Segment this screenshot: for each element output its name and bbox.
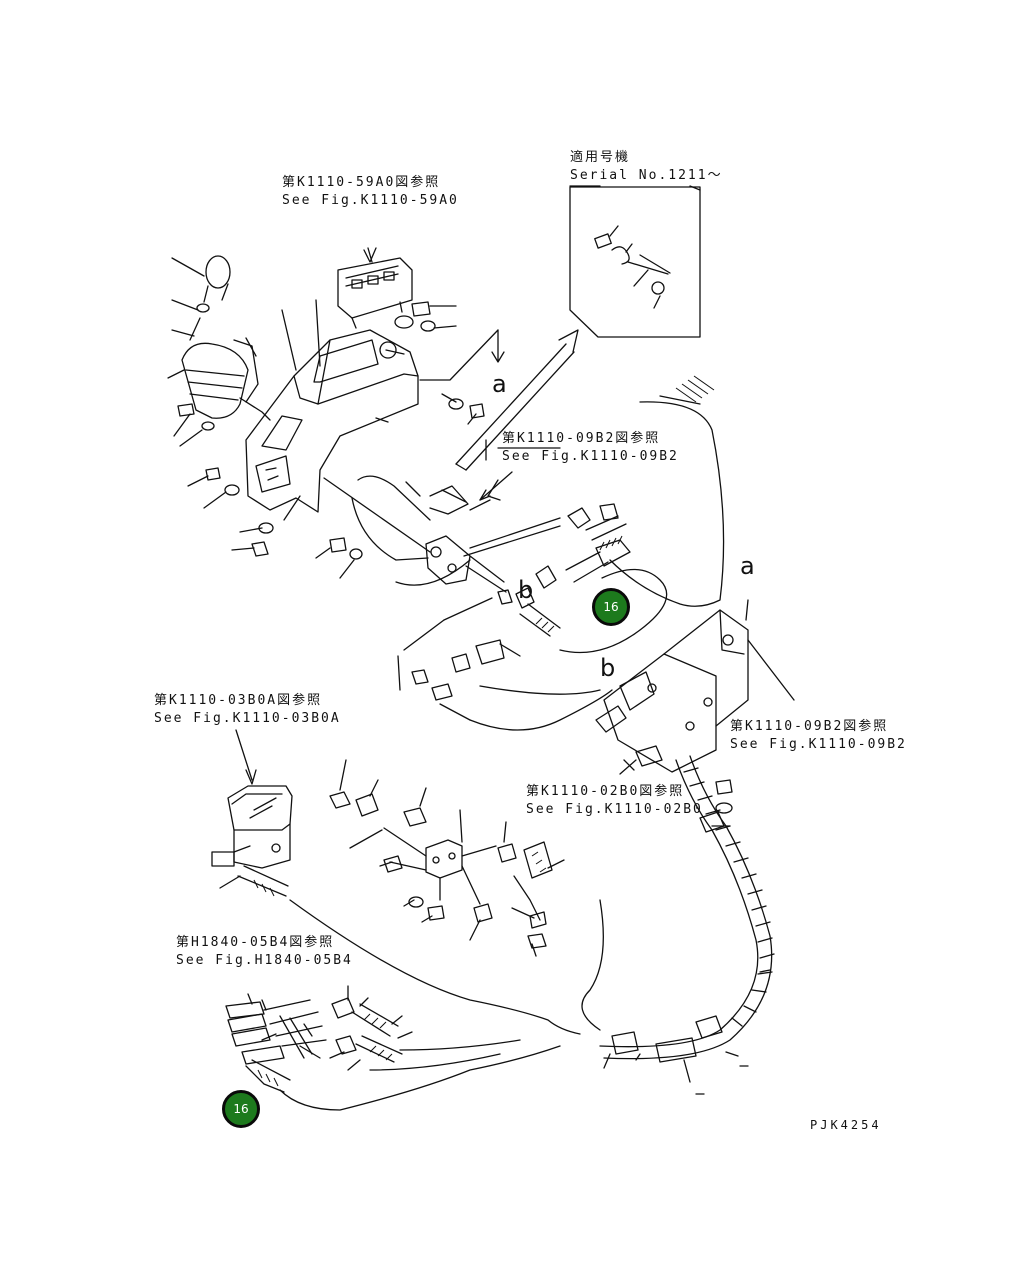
ref-jp: 第K1110-09B2図参照 bbox=[502, 431, 661, 446]
right-bracket bbox=[595, 599, 795, 773]
pilot-valve-lower bbox=[211, 729, 293, 897]
hatching bbox=[253, 375, 715, 1087]
ref-jp: 第K1110-03B0A図参照 bbox=[154, 693, 323, 708]
ref-k1110-09b2-right: 第K1110-09B2図参照 See Fig.K1110-09B2 bbox=[730, 718, 907, 754]
ref-k1110-03b0a: 第K1110-03B0A図参照 See Fig.K1110-03B0A bbox=[154, 692, 341, 728]
ref-k1110-02b0: 第K1110-02B0図参照 See Fig.K1110-02B0 bbox=[526, 783, 703, 819]
serial-note-jp: 適用号機 bbox=[570, 150, 631, 165]
view-letter-a-right: a bbox=[740, 552, 755, 580]
part-badge-16-upper[interactable]: 16 bbox=[592, 588, 630, 626]
hoses-center bbox=[397, 503, 631, 721]
serial-note-en: Serial No.1211～ bbox=[570, 168, 723, 183]
serial-note: 適用号機 Serial No.1211～ bbox=[570, 149, 723, 185]
junction-block bbox=[329, 759, 565, 957]
console-body bbox=[245, 329, 419, 513]
ref-en: See Fig.K1110-09B2 bbox=[502, 449, 679, 464]
reference-leaders bbox=[419, 185, 701, 775]
view-letter-b-mid: b bbox=[518, 576, 534, 604]
routing-lines bbox=[279, 395, 725, 1111]
lower-valve-cluster bbox=[225, 985, 413, 1093]
ref-en: See Fig.K1110-02B0 bbox=[526, 802, 703, 817]
monitor-panel bbox=[337, 247, 413, 329]
ref-jp: 第H1840-05B4図参照 bbox=[176, 935, 335, 950]
drawing-code: PJK4254 bbox=[810, 1118, 882, 1132]
serial-inset-box bbox=[569, 186, 701, 338]
ref-en: See Fig.K1110-59A0 bbox=[282, 193, 459, 208]
ref-k1110-59a0: 第K1110-59A0図参照 See Fig.K1110-59A0 bbox=[282, 174, 459, 210]
ref-en: See Fig.K1110-09B2 bbox=[730, 737, 907, 752]
ref-k1110-09b2-center: 第K1110-09B2図参照 See Fig.K1110-09B2 bbox=[502, 430, 679, 466]
ref-jp: 第K1110-02B0図参照 bbox=[526, 784, 685, 799]
left-fasteners bbox=[177, 301, 485, 560]
inset-arrow bbox=[455, 329, 579, 471]
ref-jp: 第K1110-09B2図参照 bbox=[730, 719, 889, 734]
ref-h1840-05b4: 第H1840-05B4図参照 See Fig.H1840-05B4 bbox=[176, 934, 353, 970]
ref-en: See Fig.K1110-03B0A bbox=[154, 711, 341, 726]
valve-block-upper bbox=[323, 475, 561, 593]
view-letter-a-top: a bbox=[492, 370, 507, 398]
gear-lever bbox=[181, 255, 271, 421]
ref-jp: 第K1110-59A0図参照 bbox=[282, 175, 441, 190]
spiral-guard-hose bbox=[599, 755, 775, 1095]
view-letter-b-right: b bbox=[600, 654, 616, 682]
leader-lines bbox=[167, 257, 477, 579]
part-badge-16-lower[interactable]: 16 bbox=[222, 1090, 260, 1128]
ref-en: See Fig.H1840-05B4 bbox=[176, 953, 353, 968]
